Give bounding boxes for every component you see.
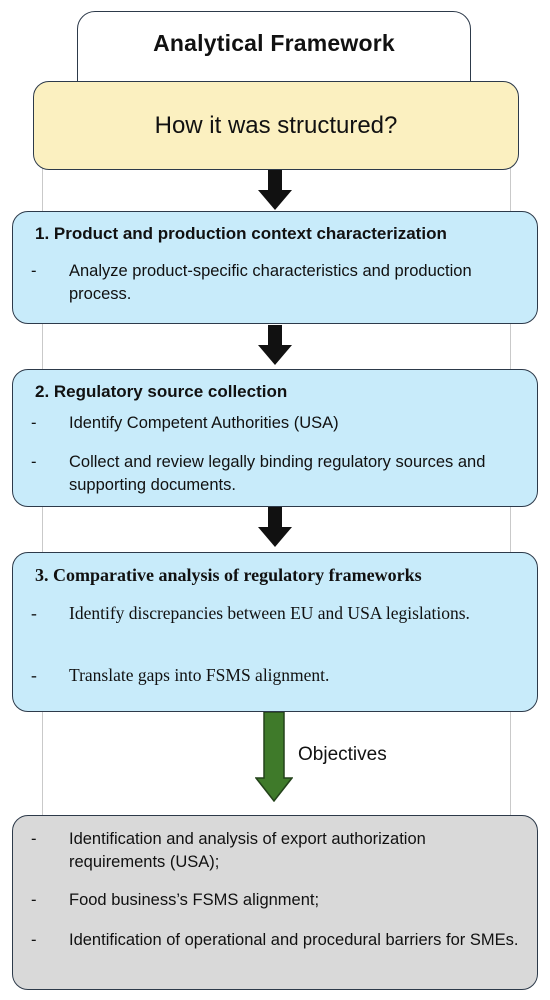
down-arrow-icon [258,325,292,365]
bullet-text: Identification and analysis of export au… [69,830,426,871]
list-item: - Food business’s FSMS alignment; [29,889,519,912]
objectives-label: Objectives [298,744,387,765]
bullet-dash: - [31,453,37,471]
diagram-title: Analytical Framework [153,30,395,56]
bullet-dash: - [31,830,37,848]
list-item: - Identification of operational and proc… [29,929,519,952]
bullet-dash: - [31,665,37,685]
list-item: - Collect and review legally binding reg… [29,451,519,497]
step-heading: 1. Product and production context charac… [35,224,447,243]
bullet-dash: - [31,262,37,280]
list-item: - Identification and analysis of export … [29,828,519,874]
step-box-3: 3. Comparative analysis of regulatory fr… [12,552,538,712]
step-heading: 3. Comparative analysis of regulatory fr… [35,565,422,585]
step-box-2: 2. Regulatory source collection - Identi… [12,369,538,507]
bullet-dash: - [31,891,37,909]
down-arrow-icon [258,507,292,547]
bullet-dash: - [31,414,37,432]
green-down-arrow-icon [255,712,293,802]
list-item: - Identify Competent Authorities (USA) [29,412,519,435]
bullet-text: Identify discrepancies between EU and US… [69,603,470,623]
step-heading: 2. Regulatory source collection [35,382,288,401]
objectives-box: - Identification and analysis of export … [12,815,538,990]
bullet-text: Food business’s FSMS alignment; [69,891,320,909]
bullet-dash: - [31,603,37,623]
bullet-dash: - [31,931,37,949]
list-item: - Identify discrepancies between EU and … [29,601,519,625]
bullet-text: Analyze product-specific characteristics… [69,262,472,303]
bullet-text: Identify Competent Authorities (USA) [69,414,339,432]
bullet-text: Identification of operational and proced… [69,931,519,949]
bullet-text: Collect and review legally binding regul… [69,453,486,494]
step-box-1: 1. Product and production context charac… [12,211,538,324]
list-item: - Analyze product-specific characteristi… [29,260,519,306]
list-item: - Translate gaps into FSMS alignment. [29,663,519,687]
down-arrow-icon [258,170,292,210]
question-box: How it was structured? [33,81,519,170]
bullet-text: Translate gaps into FSMS alignment. [69,665,330,685]
question-text: How it was structured? [154,111,398,139]
